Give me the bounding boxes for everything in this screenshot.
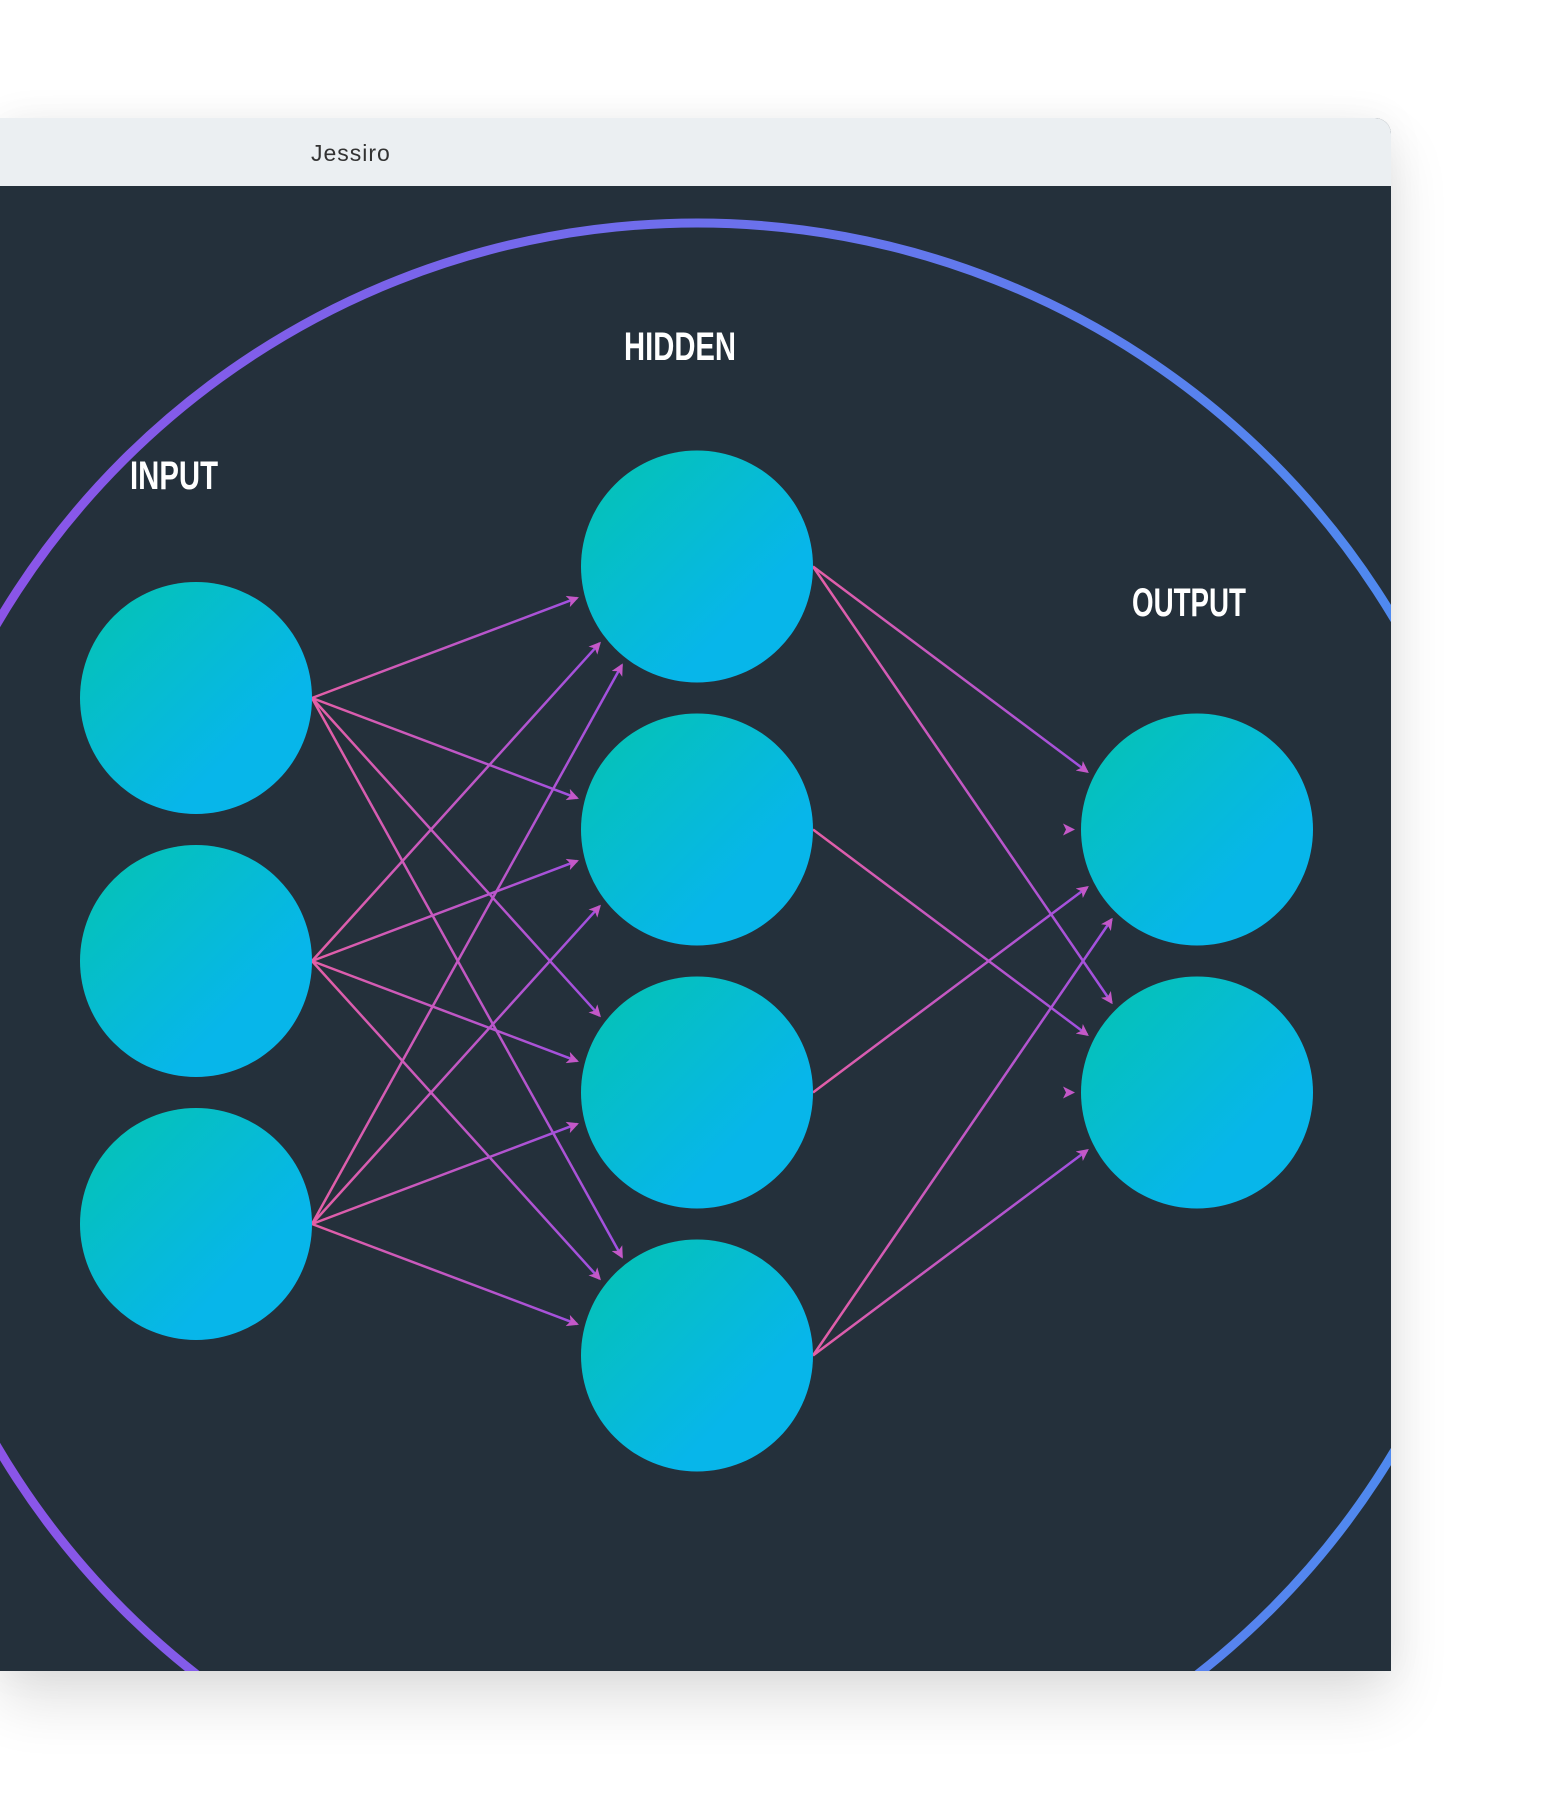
output-node <box>1081 713 1313 946</box>
diagram-canvas: INPUT HIDDEN OUTPUT <box>0 186 1391 1671</box>
connection-edge <box>812 1149 1089 1357</box>
title-bar: Jessiro <box>0 118 1391 186</box>
connection-edge <box>310 697 623 1259</box>
layer-label-hidden: HIDDEN <box>624 325 736 369</box>
layer-label-output: OUTPUT <box>1132 581 1246 625</box>
hidden-node <box>581 713 813 946</box>
decorative-arc <box>0 218 1391 1671</box>
connection-edge <box>311 858 579 963</box>
neural-network-diagram: INPUT HIDDEN OUTPUT <box>0 218 1391 1671</box>
connection-edge <box>811 565 1113 1005</box>
layer-label-input: INPUT <box>130 454 218 498</box>
connection-edge <box>311 1121 579 1226</box>
hidden-node <box>581 1239 813 1472</box>
output-node <box>1081 976 1313 1209</box>
connection-edge <box>311 697 601 1018</box>
connection-edge <box>311 904 601 1225</box>
connection-edge <box>311 696 579 801</box>
connection-edge <box>311 595 579 700</box>
connection-edge <box>812 828 1089 1036</box>
connection-edge <box>812 565 1089 773</box>
app-window: Jessiro INPUT HIDDEN OUTPUT <box>0 118 1391 1671</box>
connection-edge <box>311 1222 579 1327</box>
input-node <box>80 845 312 1077</box>
connection-edge <box>811 917 1113 1357</box>
hidden-node <box>581 976 813 1209</box>
connection-edge <box>310 663 623 1225</box>
window-title: Jessiro <box>311 140 391 166</box>
input-node <box>80 1108 312 1340</box>
connection-edge <box>812 886 1089 1094</box>
input-node <box>80 582 312 814</box>
connection-edge <box>311 960 601 1281</box>
hidden-node <box>581 450 813 683</box>
connection-edge <box>311 641 601 962</box>
connection-edge <box>311 959 579 1064</box>
